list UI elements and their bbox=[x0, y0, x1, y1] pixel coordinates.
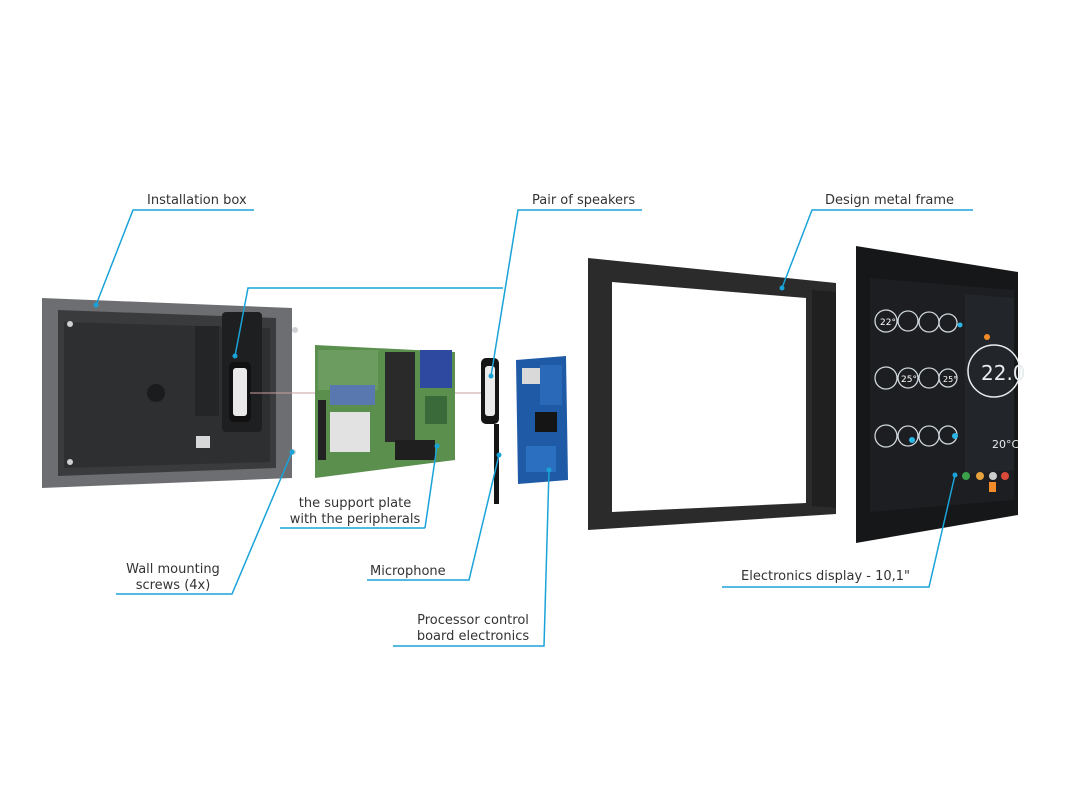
processor-line2: board electronics bbox=[416, 629, 530, 644]
support-plate bbox=[315, 345, 455, 478]
leader-dots bbox=[93, 285, 958, 478]
speaker-right bbox=[481, 358, 499, 504]
support-plate-line2: with the peripherals bbox=[289, 512, 421, 527]
label-pair-of-speakers: Pair of speakers bbox=[532, 193, 636, 208]
wall-screws-line2: screws (4x) bbox=[135, 578, 211, 593]
label-microphone: Microphone bbox=[370, 564, 446, 579]
tile-value-1: 22° bbox=[880, 318, 896, 328]
tile-value-2: 25° bbox=[901, 375, 917, 385]
label-processor-board: Processor control board electronics bbox=[400, 613, 546, 645]
leader-lines bbox=[95, 209, 973, 647]
wall-screws-line1: Wall mounting bbox=[126, 562, 220, 577]
electronics-display bbox=[856, 246, 1021, 543]
processor-line1: Processor control bbox=[417, 613, 529, 628]
installation-box bbox=[42, 298, 298, 488]
processor-board bbox=[516, 356, 568, 484]
support-plate-line1: the support plate bbox=[298, 496, 412, 511]
display-small-temp: 20°C bbox=[992, 438, 1019, 451]
design-metal-frame bbox=[588, 258, 836, 530]
label-installation-box: Installation box bbox=[147, 193, 247, 208]
display-readouts: 22.0 20°C 22° 25° 25° bbox=[880, 318, 1026, 451]
tile-value-3: 25° bbox=[943, 375, 957, 384]
label-support-plate: the support plate with the peripherals bbox=[282, 496, 428, 528]
label-electronics-display: Electronics display - 10,1" bbox=[741, 569, 911, 584]
label-wall-screws: Wall mounting screws (4x) bbox=[116, 562, 230, 594]
display-big-temp: 22.0 bbox=[981, 361, 1026, 385]
label-design-metal-frame: Design metal frame bbox=[825, 193, 955, 208]
